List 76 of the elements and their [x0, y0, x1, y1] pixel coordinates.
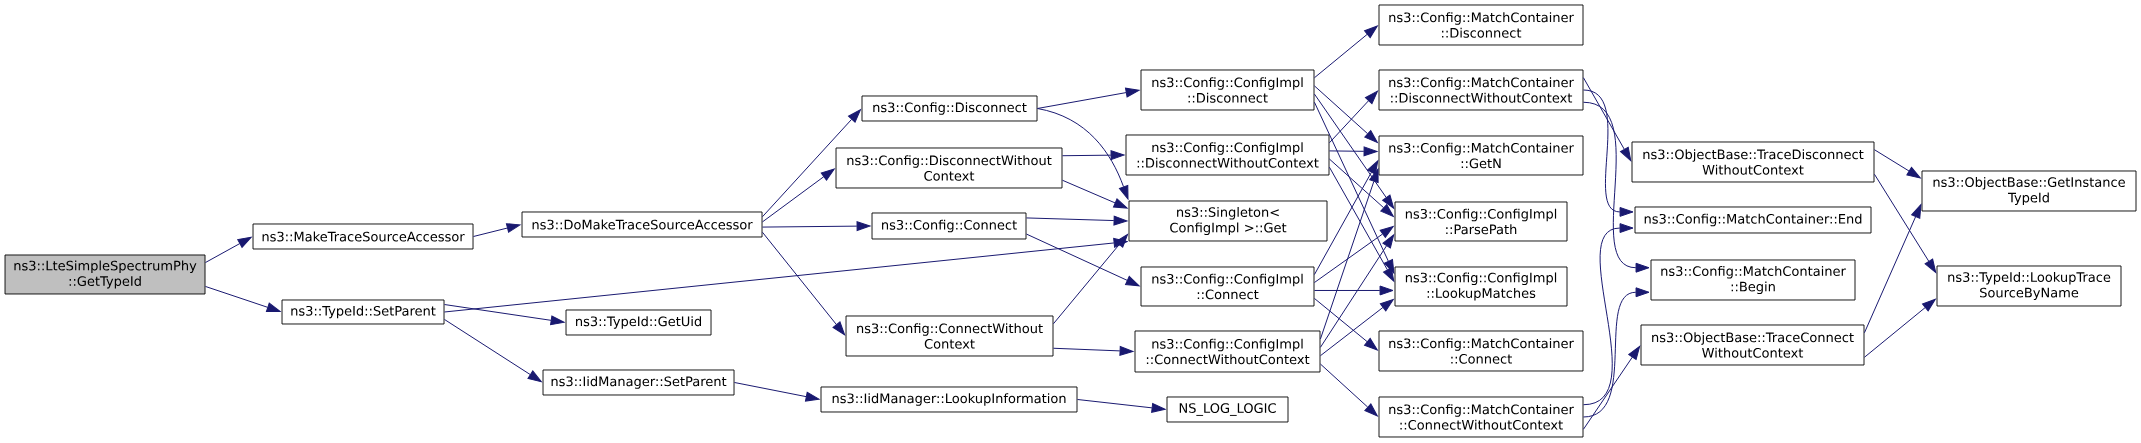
arrow	[1313, 225, 1394, 283]
arrow	[1061, 179, 1128, 209]
function-box: ns3::Config::Disconnect	[861, 95, 1038, 122]
function-box: ns3::Config::MatchContainer ::Begin	[1650, 259, 1856, 301]
arrow	[1328, 146, 1378, 157]
arrow	[1313, 160, 1379, 275]
function-box: ns3::LteSimpleSpectrumPhy ::GetTypeId	[4, 254, 206, 295]
arrow	[1036, 108, 1129, 200]
function-box: ns3::Config::MatchContainer::End	[1634, 206, 1872, 234]
arrow	[1863, 298, 1936, 358]
arrow	[733, 382, 820, 402]
function-box: ns3::Config::Connect	[871, 212, 1027, 240]
arrow	[1582, 101, 1650, 273]
function-box: ns3::TypeId::SetParent	[281, 299, 445, 325]
function-box: ns3::Config::ConfigImpl ::Disconnect	[1140, 69, 1315, 111]
arrow	[204, 285, 281, 313]
arrow	[1319, 168, 1379, 340]
arrow	[761, 231, 846, 336]
function-box: ns3::Config::ConfigImpl ::LookupMatches	[1394, 266, 1568, 307]
arrow	[443, 318, 542, 383]
function-box: ns3::IidManager::LookupInformation	[820, 386, 1078, 413]
function-box: ns3::Config::ConfigImpl ::ConnectWithoutContext	[1134, 330, 1321, 373]
arrow	[472, 223, 521, 237]
arrow	[443, 304, 565, 326]
function-box: NS_LOG_LOGIC	[1166, 396, 1289, 423]
arrow	[1313, 85, 1378, 143]
arrow	[1582, 345, 1641, 430]
arrow	[1052, 234, 1129, 325]
function-box: ns3::Config::MatchContainer ::ConnectWithoutContext	[1378, 396, 1584, 438]
function-box: ns3::Config::MatchContainer ::Disconnect	[1378, 4, 1584, 46]
arrow	[1052, 346, 1134, 356]
arrow	[1582, 89, 1634, 217]
arrow	[1582, 287, 1650, 418]
function-box: ns3::Config::MatchContainer ::Connect	[1378, 330, 1584, 372]
function-box: ns3::Config::ConnectWithout Context	[845, 315, 1054, 357]
arrow	[1873, 173, 1937, 273]
arrow	[761, 168, 835, 223]
arrow	[1863, 204, 1922, 334]
function-box: ns3::Config::MatchContainer ::DisconnectWithoutContext	[1378, 69, 1584, 111]
arrow	[761, 221, 871, 232]
function-box: ns3::ObjectBase::GetInstance TypeId	[1921, 170, 2137, 212]
function-box: ns3::ObjectBase::TraceConnect WithoutContext	[1640, 324, 1865, 366]
function-box: ns3::Config::ConfigImpl ::DisconnectWithoutContext	[1125, 134, 1330, 176]
arrow	[1025, 233, 1140, 287]
arrow	[1076, 399, 1166, 413]
arrow	[1025, 215, 1128, 226]
arrow	[1313, 25, 1378, 79]
arrow	[1582, 223, 1634, 406]
arrow	[1319, 298, 1394, 357]
function-box: ns3::Config::DisconnectWithout Context	[835, 147, 1063, 189]
arrow	[1061, 150, 1125, 161]
arrow	[443, 238, 1128, 313]
function-box: ns3::Config::ConfigImpl ::ParsePath	[1394, 201, 1568, 242]
function-box: ns3::TypeId::LookupTrace SourceByName	[1936, 265, 2122, 307]
function-box: ns3::Config::ConfigImpl ::Connect	[1140, 266, 1315, 307]
function-box: ns3::Config::MatchContainer ::GetN	[1378, 135, 1584, 176]
arrow	[204, 236, 252, 263]
arrow	[1873, 149, 1921, 179]
function-box: ns3::ObjectBase::TraceDisconnect WithoutContext	[1631, 141, 1875, 183]
arrow	[1319, 363, 1378, 417]
arrow	[1313, 93, 1395, 209]
function-box: ns3::TypeId::GetUid	[565, 309, 712, 336]
function-box: ns3::MakeTraceSourceAccessor	[252, 223, 474, 250]
function-box: ns3::IidManager::SetParent	[542, 369, 735, 396]
arrow	[1313, 297, 1378, 351]
arrow	[1319, 234, 1395, 348]
function-box: ns3::DoMakeTraceSourceAccessor	[521, 211, 763, 238]
arrow	[1328, 90, 1378, 144]
arrow	[1036, 87, 1140, 109]
arrow	[1328, 166, 1395, 282]
arrow	[1313, 101, 1395, 274]
arrow	[1582, 77, 1632, 162]
arrow	[1328, 158, 1394, 217]
arrow	[1313, 285, 1394, 296]
arrow	[761, 109, 861, 218]
function-box: ns3::Singleton< ConfigImpl >::Get	[1128, 200, 1328, 242]
